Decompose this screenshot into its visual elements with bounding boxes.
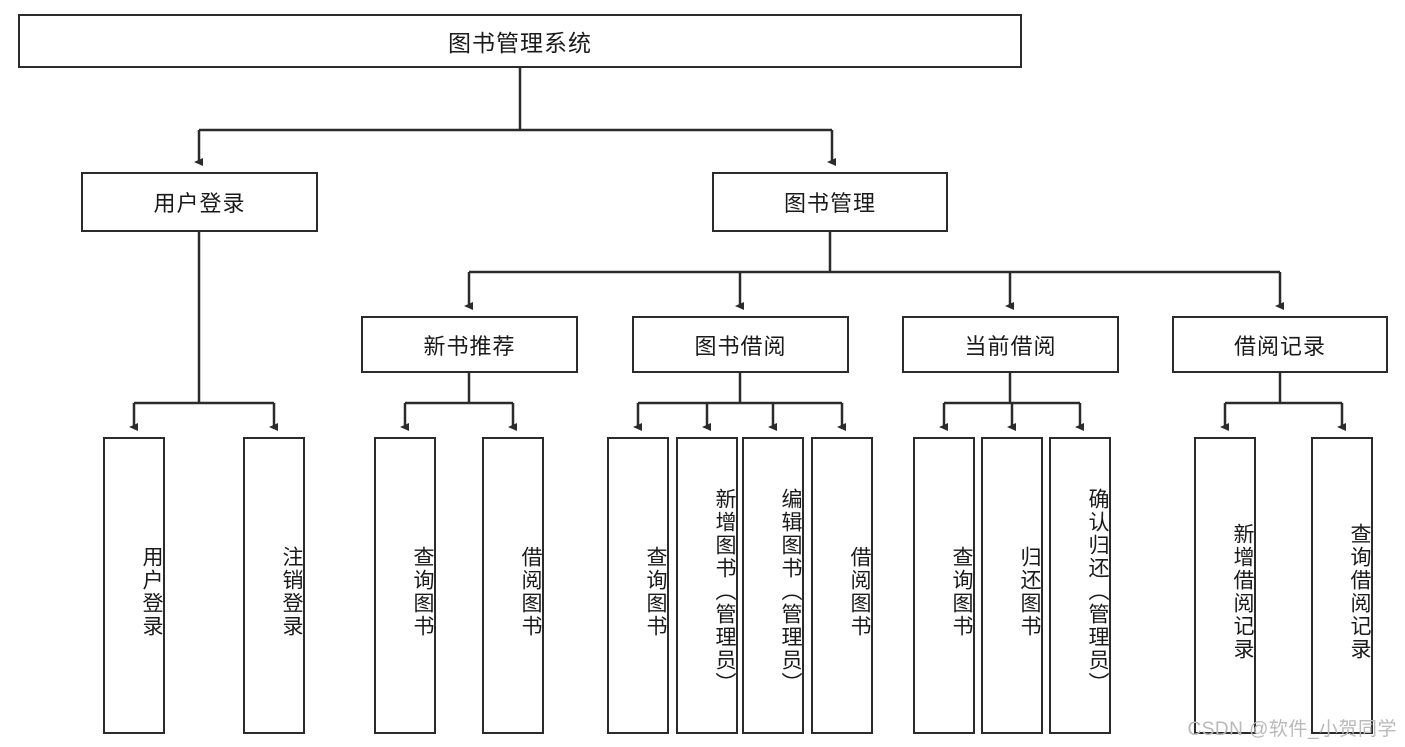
node-label: 借阅图书 (519, 545, 542, 638)
node-label: 归还图书 (1018, 545, 1041, 638)
node-book-borrow[interactable]: 图书借阅 (632, 316, 849, 373)
watermark-text: CSDN @软件_小贺同学 (1187, 719, 1397, 740)
leaf-current-confirm-return-admin[interactable]: 确认归还（管理员） (1049, 437, 1111, 734)
node-book-management[interactable]: 图书管理 (712, 172, 948, 232)
node-borrow-records[interactable]: 借阅记录 (1172, 316, 1388, 373)
node-label: 注销登录 (280, 545, 303, 638)
leaf-user-login-login[interactable]: 用户登录 (103, 437, 165, 734)
node-label: 确认归还（管理员） (1086, 488, 1109, 695)
leaf-current-query-book[interactable]: 查询图书 (913, 437, 975, 734)
node-label: 新增图书（管理员） (713, 488, 736, 695)
leaf-recommend-query-book[interactable]: 查询图书 (374, 437, 436, 734)
node-label: 查询图书 (411, 545, 434, 638)
leaf-current-return-book[interactable]: 归还图书 (981, 437, 1043, 734)
leaf-borrow-query-book[interactable]: 查询图书 (607, 437, 669, 734)
node-label: 查询图书 (644, 545, 667, 638)
leaf-records-add-record[interactable]: 新增借阅记录 (1194, 437, 1256, 734)
node-label: 新增借阅记录 (1231, 522, 1254, 661)
node-label: 图书管理 (783, 191, 876, 216)
node-label: 用户登录 (140, 545, 163, 638)
leaf-borrow-borrow-book[interactable]: 借阅图书 (811, 437, 873, 734)
node-label: 借阅图书 (848, 545, 871, 638)
node-user-login[interactable]: 用户登录 (81, 172, 318, 232)
node-label: 查询图书 (950, 545, 973, 638)
node-label: 当前借阅 (964, 333, 1057, 359)
leaf-borrow-add-book-admin[interactable]: 新增图书（管理员） (676, 437, 738, 734)
node-label: 编辑图书（管理员） (779, 488, 802, 695)
node-label: 用户登录 (153, 191, 246, 216)
node-label: 查询借阅记录 (1348, 522, 1371, 661)
node-label: 图书借阅 (694, 333, 787, 359)
node-label: 借阅记录 (1233, 333, 1326, 359)
node-root-system[interactable]: 图书管理系统 (18, 14, 1022, 68)
node-current-borrow[interactable]: 当前借阅 (902, 316, 1119, 373)
node-label: 图书管理系统 (448, 30, 592, 56)
leaf-user-login-logout[interactable]: 注销登录 (243, 437, 305, 734)
leaf-recommend-borrow-book[interactable]: 借阅图书 (482, 437, 544, 734)
leaf-records-query-record[interactable]: 查询借阅记录 (1311, 437, 1373, 734)
leaf-borrow-edit-book-admin[interactable]: 编辑图书（管理员） (742, 437, 804, 734)
node-new-book-recommend[interactable]: 新书推荐 (361, 316, 578, 373)
node-label: 新书推荐 (423, 333, 516, 359)
